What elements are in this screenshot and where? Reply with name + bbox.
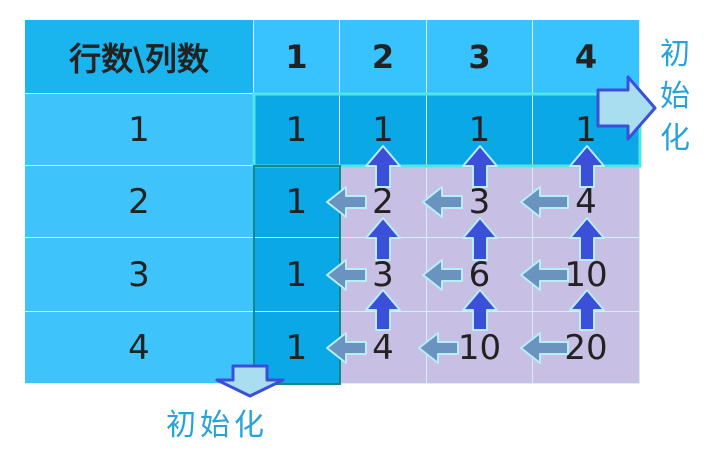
init-label-right: 初 始 化 [660, 34, 690, 160]
up-arrow-icon [462, 217, 498, 261]
up-arrow-icon [365, 217, 401, 261]
left-arrow-icon [326, 259, 367, 291]
cell-r2-c1: 1 [254, 166, 340, 238]
up-arrow-icon [569, 289, 605, 331]
init-label-right-char: 化 [660, 121, 690, 156]
left-arrow-icon [520, 259, 569, 291]
left-arrow-icon [418, 332, 459, 364]
col-header-2: 2 [340, 20, 427, 94]
init-label-right-char: 初 [660, 37, 690, 72]
init-row-outline [252, 92, 642, 168]
corner-header: 行数\列数 [25, 20, 254, 94]
row-header-3: 3 [25, 238, 254, 312]
col-header-3: 3 [427, 20, 533, 94]
init-right-arrow-icon [596, 75, 657, 141]
cell-r1-c1: 1 [254, 94, 340, 166]
up-arrow-icon [462, 289, 498, 331]
row-header-4: 4 [25, 312, 254, 384]
up-arrow-icon [365, 289, 401, 331]
up-arrow-icon [569, 217, 605, 261]
left-arrow-icon [520, 186, 569, 218]
up-arrow-icon [365, 145, 401, 188]
init-label-bottom: 初始化 [166, 408, 268, 443]
left-arrow-icon [422, 259, 463, 291]
init-down-arrow-icon [215, 364, 285, 398]
left-arrow-icon [326, 332, 367, 364]
left-arrow-icon [422, 186, 463, 218]
init-label-right-char: 始 [660, 79, 690, 114]
cell-r3-c1: 1 [254, 238, 340, 312]
up-arrow-icon [569, 145, 605, 188]
left-arrow-icon [520, 332, 569, 364]
row-header-1: 1 [25, 94, 254, 166]
up-arrow-icon [462, 145, 498, 188]
row-header-2: 2 [25, 166, 254, 238]
left-arrow-icon [326, 186, 367, 218]
